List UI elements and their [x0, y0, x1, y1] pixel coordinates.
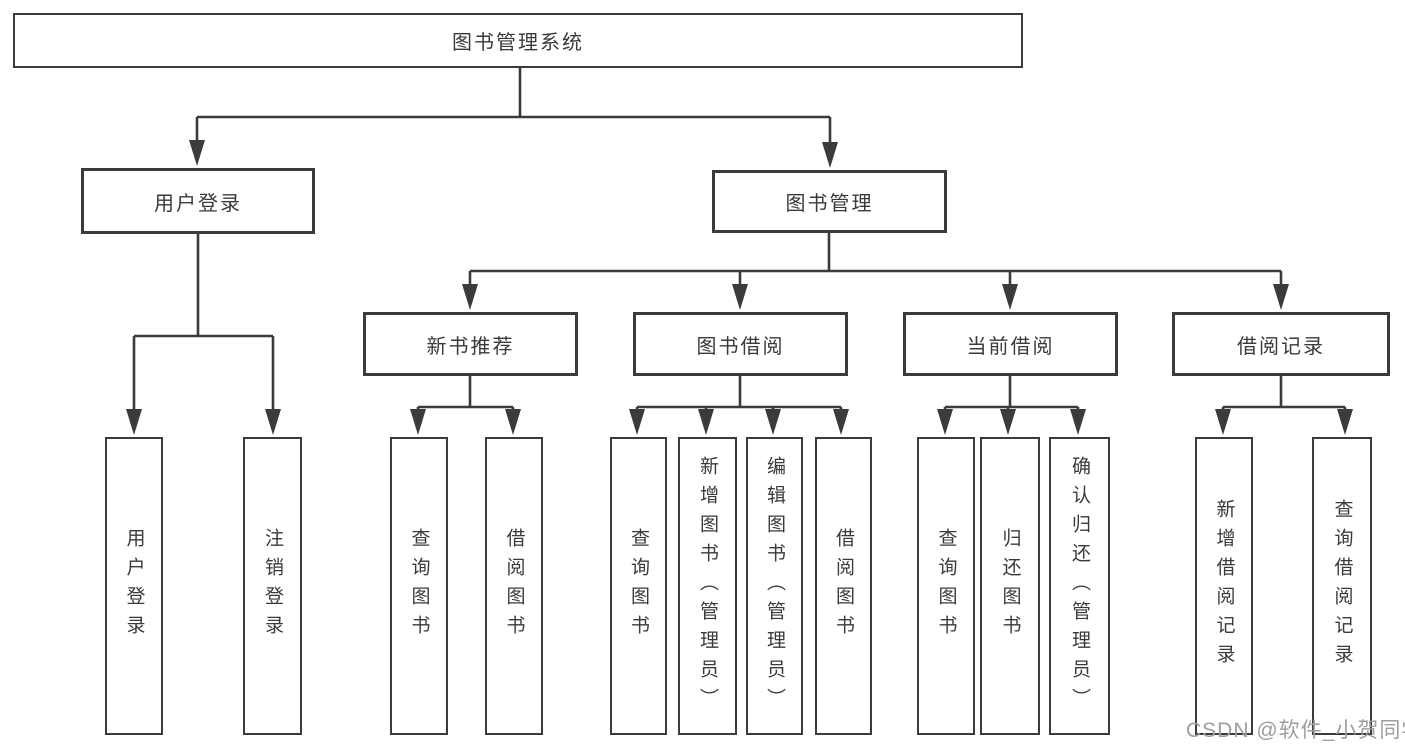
node-label: 图书管理系统: [452, 32, 584, 54]
node-label: 图书管理: [785, 193, 874, 215]
node-label: 注销登录: [262, 528, 283, 644]
arrowhead: [1002, 284, 1018, 310]
node-label: 新增借阅记录: [1213, 499, 1235, 673]
arrowhead: [1337, 409, 1353, 435]
leaf-confirm-return-admin: 确认归还（管理员）: [1049, 437, 1110, 735]
arrowhead: [505, 409, 521, 435]
arrowhead: [1273, 284, 1289, 310]
node-label: 用户登录: [154, 192, 242, 215]
arrowhead: [698, 409, 714, 435]
leaf-query-books: 查询图书: [610, 437, 667, 735]
connector-root-to-level2: [195, 68, 832, 146]
connector-new-book-recommendation-to-leaves: [416, 376, 515, 413]
arrowhead: [265, 409, 281, 435]
arrowhead: [1215, 409, 1231, 435]
connector-borrowing-records-to-leaves: [1221, 376, 1347, 413]
node-label: 当前借阅: [966, 335, 1055, 358]
leaf-query-borrow-record: 查询借阅记录: [1312, 437, 1372, 735]
leaf-query-books: 查询图书: [390, 437, 448, 735]
node-borrowing-records: 借阅记录: [1172, 312, 1390, 376]
node-book-management: 图书管理: [712, 170, 947, 233]
node-label: 查询图书: [935, 528, 957, 644]
arrowhead: [732, 284, 748, 310]
arrowhead: [126, 409, 142, 435]
node-label: 新增图书（管理员）: [697, 455, 718, 717]
node-label: 图书借阅: [696, 335, 785, 358]
node-label: 查询借阅记录: [1331, 499, 1353, 673]
connector-book-borrowing-to-leaves: [635, 376, 843, 413]
connector-user-login-to-leaves: [132, 234, 275, 412]
arrowhead: [410, 409, 426, 435]
node-root-system: 图书管理系统: [13, 13, 1023, 68]
node-label: 新书推荐: [426, 335, 515, 358]
leaf-borrow-books: 借阅图书: [815, 437, 872, 735]
arrowhead: [1000, 409, 1016, 435]
node-label: 查询图书: [628, 528, 649, 644]
leaf-user-login: 用户登录: [105, 437, 163, 735]
arrowhead: [629, 409, 645, 435]
leaf-return-books: 归还图书: [980, 437, 1040, 735]
node-label: 借阅图书: [503, 528, 525, 644]
arrowhead: [189, 140, 205, 166]
arrowhead: [462, 284, 478, 310]
node-label: 借阅记录: [1237, 335, 1325, 358]
node-current-borrowing: 当前借阅: [903, 312, 1118, 376]
leaf-edit-book-admin: 编辑图书（管理员）: [746, 437, 803, 735]
node-label: 用户登录: [123, 528, 145, 644]
leaf-add-borrow-record: 新增借阅记录: [1195, 437, 1253, 735]
arrowhead: [822, 142, 838, 168]
leaf-logout: 注销登录: [243, 437, 302, 735]
arrowhead: [1070, 409, 1086, 435]
connector-current-borrowing-to-leaves: [943, 376, 1080, 413]
leaf-query-books: 查询图书: [917, 437, 975, 735]
node-label: 借阅图书: [833, 528, 854, 644]
node-book-borrowing: 图书借阅: [633, 312, 848, 376]
node-label: 查询图书: [408, 528, 430, 644]
node-label: 编辑图书（管理员）: [764, 455, 785, 717]
leaf-add-book-admin: 新增图书（管理员）: [678, 437, 737, 735]
node-label: 归还图书: [999, 528, 1021, 644]
arrowhead: [937, 409, 953, 435]
arrowhead: [765, 409, 781, 435]
node-label: 确认归还（管理员）: [1069, 455, 1090, 717]
arrowhead: [833, 409, 849, 435]
leaf-borrow-books: 借阅图书: [485, 437, 543, 735]
connector-book-management-to-level3: [468, 233, 1283, 286]
csdn-watermark: CSDN @软件_小贺同学: [1186, 719, 1405, 742]
node-new-book-recommendation: 新书推荐: [363, 312, 578, 376]
node-user-login: 用户登录: [81, 168, 315, 234]
